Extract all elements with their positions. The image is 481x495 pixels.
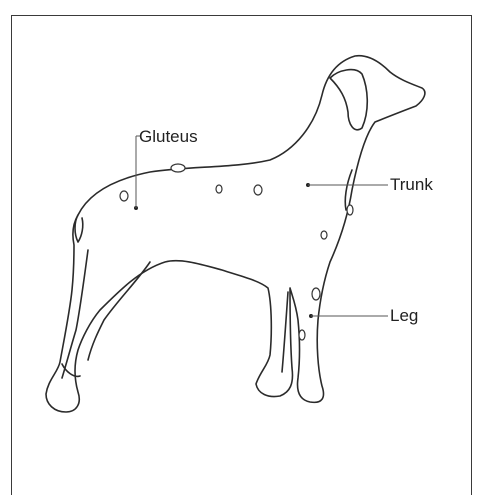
- lesion-shoulder: [321, 231, 327, 239]
- lesion-back-top: [171, 164, 185, 172]
- lesion-chest: [347, 205, 353, 215]
- lesion-leg-1: [312, 288, 320, 300]
- front-leg-inner: [282, 292, 288, 372]
- lesion-trunk-1: [216, 185, 222, 193]
- trunk-label: Trunk: [390, 176, 433, 193]
- gluteus-label: Gluteus: [139, 128, 198, 145]
- dog-diagram: [0, 0, 481, 485]
- dog-body-outline: [46, 56, 425, 412]
- dog-ear: [330, 70, 367, 130]
- dog-tail: [75, 215, 83, 242]
- leg-label: Leg: [390, 307, 418, 324]
- lesion-trunk-2: [254, 185, 262, 195]
- lesion-leg-2: [299, 330, 305, 340]
- hind-leg-inner: [62, 250, 88, 378]
- lesion-gluteus: [120, 191, 128, 201]
- hind-leg-second: [88, 262, 150, 360]
